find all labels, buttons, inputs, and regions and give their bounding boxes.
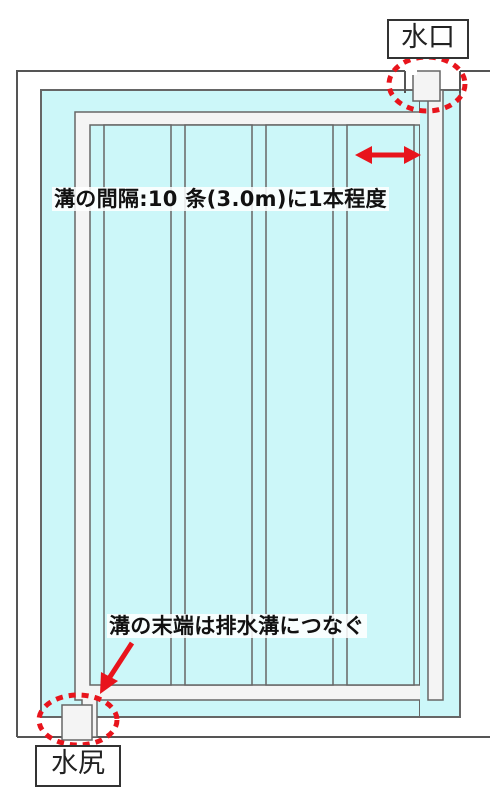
channel-end-note-text: 溝の末端は排水溝につなぐ [107, 614, 367, 638]
field-strip [346, 124, 415, 686]
inlet-highlight-circle [386, 54, 468, 114]
inlet-label: 水口 [387, 19, 469, 59]
double-arrow-icon [355, 146, 421, 164]
outlet-channel [61, 704, 93, 741]
right-channel [427, 89, 444, 701]
field-strip [265, 124, 334, 686]
spacing-note: 溝の間隔:10 条(3.0m)に1本程度 [52, 183, 389, 213]
outlet-label: 水尻 [35, 745, 121, 787]
pointer-arrow-icon [100, 641, 135, 694]
channel-end-note: 溝の末端は排水溝につなぐ [107, 610, 367, 640]
spacing-note-text: 溝の間隔:10 条(3.0m)に1本程度 [52, 187, 389, 211]
inlet-channel [412, 70, 441, 102]
field-strips [103, 124, 415, 686]
outlet-highlight-circle [36, 692, 120, 748]
field-strip [103, 124, 172, 686]
field-strip [184, 124, 253, 686]
field-boundary [16, 70, 490, 737]
